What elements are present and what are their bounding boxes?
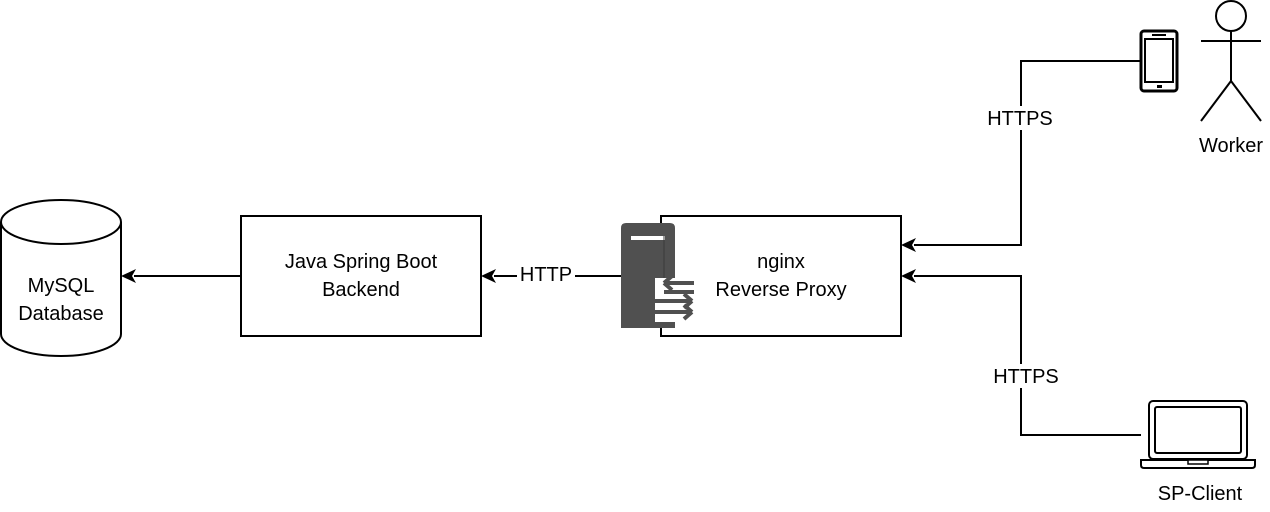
backend-label-line2: Backend — [322, 279, 400, 301]
client-node[interactable]: SP-Client — [1140, 400, 1256, 505]
edge-worker-to-proxy: HTTPS — [901, 60, 1141, 252]
exchange-arrows-icon — [631, 274, 701, 322]
mobile-phone-icon — [1139, 29, 1179, 93]
edge-label-https-client: HTTPS — [993, 366, 1059, 388]
edge-client-to-proxy: HTTPS — [901, 269, 1141, 436]
arrowhead-icon — [901, 238, 916, 252]
database-label-line1: MySQL — [28, 275, 95, 297]
database-node[interactable]: MySQL Database — [0, 199, 122, 357]
database-icon — [0, 199, 122, 357]
actor-icon — [1200, 0, 1262, 122]
edge-label-http: HTTP — [520, 264, 572, 286]
worker-node[interactable]: Worker — [1199, 0, 1263, 157]
laptop-icon — [1140, 400, 1256, 469]
backend-node[interactable]: Java Spring Boot Backend — [240, 215, 482, 337]
arrowhead-icon — [481, 269, 496, 283]
worker-label: Worker — [1199, 135, 1263, 157]
edge-label-https-worker: HTTPS — [987, 108, 1053, 130]
arrowhead-icon — [121, 269, 136, 283]
edge-backend-to-database — [121, 269, 241, 283]
server-icon — [621, 223, 701, 328]
proxy-label-line2: Reverse Proxy — [715, 279, 846, 301]
arrowhead-icon — [901, 269, 916, 283]
backend-label-line1: Java Spring Boot — [285, 251, 438, 273]
database-label-line2: Database — [18, 303, 104, 325]
client-label: SP-Client — [1158, 483, 1243, 505]
edge-proxy-to-backend: HTTP — [481, 262, 622, 286]
proxy-label-line1: nginx — [757, 251, 805, 273]
